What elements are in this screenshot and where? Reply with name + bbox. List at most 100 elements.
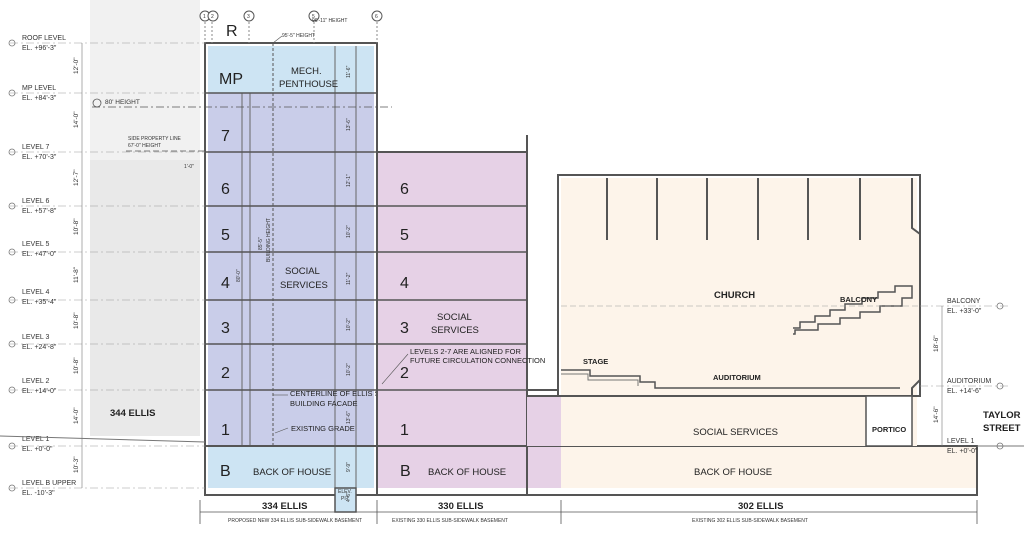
svg-text:EL. +24'-8": EL. +24'-8" (22, 344, 57, 351)
mp-label: MP (219, 71, 243, 88)
bldg334-floor-2: 2 (221, 365, 230, 382)
svg-text:4'-6": 4'-6" (346, 492, 352, 502)
svg-text:LEVEL 1: LEVEL 1 (947, 438, 974, 445)
bldg330-basement-ext (527, 446, 561, 488)
svg-text:EL. +33'-0": EL. +33'-0" (947, 308, 982, 315)
bldg302-boh-label: BACK OF HOUSE (694, 467, 772, 478)
bldg334-floor-5: 5 (221, 227, 230, 244)
bldg330-floor-2: 2 (400, 365, 409, 382)
svg-text:5: 5 (312, 14, 315, 20)
existing-grade-note: EXISTING GRADE (291, 424, 355, 433)
level-markers (8, 39, 16, 492)
svg-text:11'-2": 11'-2" (346, 272, 352, 285)
bldg330-floor-lines (377, 205, 527, 447)
stage-label: STAGE (583, 357, 608, 366)
svg-text:BALCONY: BALCONY (947, 298, 981, 305)
neighbor-label: 344 ELLIS (110, 408, 155, 419)
svg-text:ROOF LEVEL: ROOF LEVEL (22, 35, 66, 42)
bottom-note-302: EXISTING 302 ELLIS SUB-SIDEWALK BASEMENT (692, 518, 808, 524)
church-fill (561, 178, 917, 396)
svg-text:EL. +14'-0": EL. +14'-0" (22, 388, 57, 395)
aligned-note-2: FUTURE CIRCULATION CONNECTION (410, 356, 545, 365)
top-height-label-2: 96'-11" HEIGHT (312, 18, 347, 24)
bldg334-inner-dims: 11'-6" 13'-6" 12'-1" 10'-2" 11'-2" 10'-2… (346, 65, 352, 502)
bldg330-boh-label: BACK OF HOUSE (428, 467, 506, 478)
svg-text:MP LEVEL: MP LEVEL (22, 85, 56, 92)
bottom-note-330: EXISTING 330 ELLIS SUB-SIDEWALK BASEMENT (392, 518, 508, 524)
bldg302-social-label: SOCIAL SERVICES (693, 427, 778, 438)
bldg334-floor-4: 4 (221, 275, 230, 292)
svg-text:EL. +70'-3": EL. +70'-3" (22, 154, 57, 161)
bldg330-basement-label: B (400, 463, 411, 480)
roof-label: R (226, 23, 238, 40)
bldg330-floor-3: 3 (400, 320, 409, 337)
bldg334-mp-fill (208, 46, 374, 93)
level-labels: ROOF LEVEL EL. +96'-3" MP LEVEL EL. +84'-3… (22, 35, 76, 497)
right-dim-2: 14'-6" (933, 406, 940, 423)
bldg330-floor-5: 5 (400, 227, 409, 244)
svg-text:EL. +0'-0": EL. +0'-0" (947, 448, 978, 455)
dim-80: 80'-0" (236, 269, 242, 282)
svg-text:LEVEL 6: LEVEL 6 (22, 198, 49, 205)
svg-text:11'-6": 11'-6" (346, 65, 352, 78)
svg-text:LEVEL 5: LEVEL 5 (22, 241, 49, 248)
right-dim-1: 18'-6" (933, 335, 940, 352)
grid-bubbles: 1 2 3 5 6 (199, 10, 383, 43)
elev-pit-label-2: PIT (341, 496, 349, 502)
auditorium-label: AUDITORIUM (713, 373, 761, 382)
grid-bubble-2 (207, 10, 219, 22)
svg-text:10'-2": 10'-2" (346, 363, 352, 376)
bldg330-social-2: SERVICES (431, 325, 479, 336)
svg-text:EL. +47'-0": EL. +47'-0" (22, 251, 57, 258)
building-height-label: BUILDING HEIGHT (266, 218, 272, 262)
centerline-note-1: CENTERLINE OF ELLIS ST (290, 389, 385, 398)
bldg334-floor-6: 6 (221, 181, 230, 198)
svg-text:EL. +57'-8": EL. +57'-8" (22, 208, 57, 215)
neighbor-dim: 1'-0" (184, 164, 194, 170)
svg-text:14'-0": 14'-0" (73, 407, 80, 424)
bottom-label-334: 334 ELLIS (262, 501, 307, 512)
svg-text:12'-7": 12'-7" (73, 169, 80, 186)
neighbor-building-344 (90, 160, 200, 436)
svg-text:10'-2": 10'-2" (346, 318, 352, 331)
svg-text:LEVEL 4: LEVEL 4 (22, 289, 49, 296)
bldg334-social-1: SOCIAL (285, 266, 320, 277)
svg-text:6: 6 (375, 14, 378, 20)
portico-box (865, 395, 913, 447)
top-height-label-1: 95'-5" HEIGHT (282, 33, 315, 39)
bldg334-basement-label: B (220, 463, 231, 480)
bldg302-lower-fill (561, 396, 917, 446)
grid-bubble-6 (371, 10, 383, 22)
right-level-labels: BALCONY EL. +33'-0" AUDITORIUM EL. +14'-6"… (947, 298, 991, 455)
bldg330-outline (376, 151, 528, 496)
svg-text:EL. +0'-0": EL. +0'-0" (22, 446, 53, 453)
svg-text:EL. +14'-6": EL. +14'-6" (947, 388, 982, 395)
church-trusses (606, 178, 861, 240)
svg-text:3: 3 (247, 14, 250, 20)
svg-text:10'-8": 10'-8" (73, 218, 80, 235)
bldg330-floor-6: 6 (400, 181, 409, 198)
svg-text:2: 2 (211, 14, 214, 20)
svg-text:EL. +35'-4": EL. +35'-4" (22, 299, 57, 306)
svg-text:LEVEL 2: LEVEL 2 (22, 378, 49, 385)
svg-text:LEVEL 1: LEVEL 1 (22, 436, 49, 443)
bottom-note-334: PROPOSED NEW 334 ELLIS SUB-SIDEWALK BASE… (228, 518, 362, 524)
balcony-stairs (793, 285, 913, 335)
bldg334-boh-label: BACK OF HOUSE (253, 467, 331, 478)
aligned-note-1: LEVELS 2-7 ARE ALIGNED FOR (410, 347, 521, 356)
svg-text:13'-6": 13'-6" (346, 118, 352, 131)
grid-bubble-5 (308, 10, 320, 22)
stage-outline (561, 369, 900, 389)
bldg330-floor-1: 1 (400, 422, 409, 439)
bldg334-floor-lines (205, 92, 377, 447)
svg-text:AUDITORIUM: AUDITORIUM (947, 378, 991, 385)
svg-text:EL. +96'-3": EL. +96'-3" (22, 45, 57, 52)
left-dims: 12'-0" 14'-0" 12'-7" 10'-8" 11'-8" 10'-8… (73, 57, 80, 473)
svg-text:EL. +84'-3": EL. +84'-3" (22, 95, 57, 102)
svg-text:9'-9": 9'-9" (346, 462, 352, 472)
side-prop-label-1: SIDE PROPERTY LINE (128, 136, 182, 142)
svg-text:1: 1 (203, 14, 206, 20)
bottom-label-330: 330 ELLIS (438, 501, 483, 512)
svg-text:10'-8": 10'-8" (73, 312, 80, 329)
